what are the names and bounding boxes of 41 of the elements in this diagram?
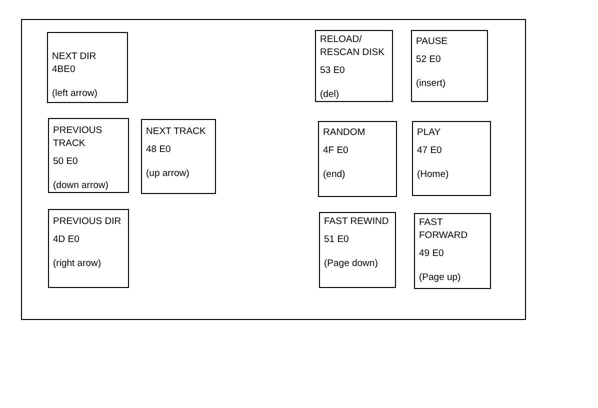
key-note: (end) bbox=[323, 168, 346, 181]
key-code: 53 E0 bbox=[320, 64, 346, 77]
key-code: 51 E0 bbox=[324, 233, 350, 246]
key-note: (down arrow) bbox=[53, 179, 110, 192]
key-box bbox=[48, 209, 129, 288]
key-box bbox=[141, 119, 216, 194]
key-label: PLAY bbox=[417, 126, 442, 139]
key-code: 52 E0 bbox=[416, 53, 442, 66]
key-note: (Page up) bbox=[419, 271, 462, 284]
key-note: (left arrow) bbox=[52, 87, 98, 100]
key-label: RANDOM bbox=[323, 126, 366, 139]
key-code: 47 E0 bbox=[417, 144, 443, 157]
key-label: FAST REWIND bbox=[324, 215, 390, 228]
key-box bbox=[414, 213, 491, 289]
key-box bbox=[315, 30, 393, 102]
key-box bbox=[318, 121, 397, 197]
key-note: (del) bbox=[320, 88, 340, 101]
key-code: 49 E0 bbox=[419, 247, 445, 260]
key-box bbox=[48, 118, 129, 193]
key-label: NEXT DIR bbox=[52, 50, 98, 63]
key-label: FAST FORWARD bbox=[419, 216, 469, 242]
key-note: (right arow) bbox=[53, 257, 102, 270]
key-label: PREVIOUS DIR bbox=[53, 215, 122, 228]
key-label: PAUSE bbox=[416, 35, 449, 48]
frame-box bbox=[21, 19, 526, 320]
key-code: 50 E0 bbox=[53, 155, 79, 168]
key-label: NEXT TRACK bbox=[146, 125, 207, 138]
key-code: 4D E0 bbox=[53, 233, 80, 246]
key-label: RELOAD/ RESCAN DISK bbox=[320, 33, 386, 59]
key-box bbox=[411, 30, 488, 102]
key-code: 48 E0 bbox=[146, 143, 172, 156]
key-note: (Home) bbox=[417, 168, 450, 181]
key-note: (insert) bbox=[416, 77, 447, 90]
key-label: PREVIOUS TRACK bbox=[53, 124, 104, 150]
key-code: 4BE0 bbox=[52, 63, 76, 76]
key-box bbox=[47, 32, 128, 103]
key-box bbox=[412, 121, 491, 196]
key-code: 4F E0 bbox=[323, 144, 350, 157]
key-note: (up arrow) bbox=[146, 167, 190, 180]
key-box bbox=[319, 212, 396, 288]
key-note: (Page down) bbox=[324, 257, 379, 270]
